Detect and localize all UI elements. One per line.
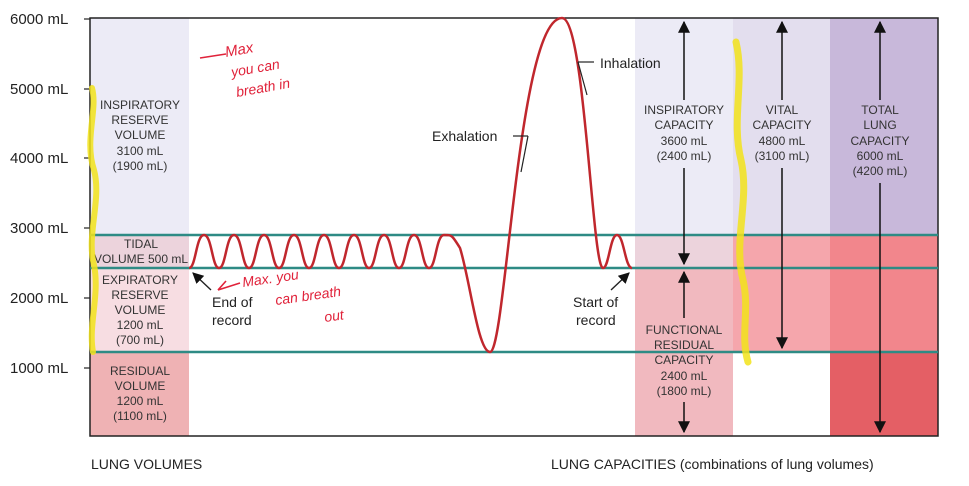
svg-text:INSPIRATORY: INSPIRATORY: [644, 103, 724, 117]
highlighter-left: [87, 85, 100, 355]
svg-text:Exhalation: Exhalation: [432, 128, 497, 144]
y-tick-label: 4000 mL: [10, 150, 68, 167]
svg-text:CAPACITY: CAPACITY: [654, 353, 713, 367]
svg-text:(4200 mL): (4200 mL): [853, 164, 908, 178]
highlighter-right: [732, 38, 752, 366]
tidal-region: [90, 235, 189, 268]
y-tick-label: 1000 mL: [10, 360, 68, 377]
svg-text:(2400 mL): (2400 mL): [657, 149, 712, 163]
svg-text:6000 mL: 6000 mL: [857, 149, 904, 163]
tlc-region-lower: [830, 352, 938, 436]
svg-text:End of: End of: [212, 294, 253, 310]
lung-volumes-footer: LUNG VOLUMES: [91, 456, 202, 472]
svg-text:EXPIRATORY: EXPIRATORY: [102, 273, 178, 287]
svg-text:RESIDUAL: RESIDUAL: [654, 338, 714, 352]
svg-text:(700 mL): (700 mL): [116, 333, 164, 347]
vital-capacity-label: VITAL CAPACITY 4800 mL (3100 mL): [752, 103, 811, 163]
svg-text:CAPACITY: CAPACITY: [850, 134, 909, 148]
svg-text:(3100 mL): (3100 mL): [755, 149, 810, 163]
total-lung-capacity-label: TOTAL LUNG CAPACITY 6000 mL (4200 mL): [850, 103, 909, 178]
svg-text:CAPACITY: CAPACITY: [654, 118, 713, 132]
svg-text:RESERVE: RESERVE: [111, 113, 168, 127]
svg-text:3100 mL: 3100 mL: [117, 144, 164, 158]
svg-text:VOLUME 500 mL: VOLUME 500 mL: [94, 252, 188, 266]
end-of-record-annotation: End of record: [192, 272, 253, 328]
svg-text:(1800 mL): (1800 mL): [657, 384, 712, 398]
y-tick-label: 3000 mL: [10, 220, 68, 237]
svg-text:VOLUME: VOLUME: [115, 379, 166, 393]
svg-text:LUNG: LUNG: [863, 118, 896, 132]
svg-text:out: out: [323, 306, 346, 325]
svg-text:record: record: [212, 312, 252, 328]
irv-region: [90, 18, 189, 235]
svg-text:VITAL: VITAL: [766, 103, 799, 117]
svg-text:record: record: [576, 312, 616, 328]
svg-text:1200 mL: 1200 mL: [117, 394, 164, 408]
svg-text:TIDAL: TIDAL: [124, 237, 158, 251]
inspiratory-capacity-label: INSPIRATORY CAPACITY 3600 mL (2400 mL): [644, 103, 724, 163]
tlc-region-upper: [830, 18, 938, 235]
svg-text:FUNCTIONAL: FUNCTIONAL: [646, 323, 723, 337]
svg-text:Max. you: Max. you: [241, 266, 300, 290]
svg-text:RESIDUAL: RESIDUAL: [110, 364, 170, 378]
y-tick-label: 2000 mL: [10, 290, 68, 307]
svg-text:1200 mL: 1200 mL: [117, 318, 164, 332]
start-of-record-annotation: Start of record: [573, 272, 630, 328]
y-axis: 6000 mL 5000 mL 4000 mL 3000 mL 2000 mL …: [10, 11, 90, 377]
irv-label: INSPIRATORY RESERVE VOLUME 3100 mL (1900…: [100, 98, 180, 173]
spirometer-trace: [188, 16, 633, 354]
svg-text:Start of: Start of: [573, 294, 618, 310]
svg-text:(1900 mL): (1900 mL): [113, 159, 168, 173]
tlc-region-mid: [830, 235, 938, 352]
svg-text:Inhalation: Inhalation: [600, 55, 661, 71]
capacity-arrows: [678, 20, 886, 434]
svg-text:2400 mL: 2400 mL: [661, 369, 708, 383]
y-tick-label: 6000 mL: [10, 11, 68, 28]
svg-text:3600 mL: 3600 mL: [661, 134, 708, 148]
svg-text:4800 mL: 4800 mL: [759, 134, 806, 148]
svg-text:RESERVE: RESERVE: [111, 288, 168, 302]
svg-text:VOLUME: VOLUME: [115, 128, 166, 142]
residual-label: RESIDUAL VOLUME 1200 mL (1100 mL): [110, 364, 170, 423]
erv-label: EXPIRATORY RESERVE VOLUME 1200 mL (700 m…: [102, 273, 178, 347]
lung-capacities-footer: LUNG CAPACITIES (combinations of lung vo…: [551, 456, 874, 472]
svg-text:TOTAL: TOTAL: [861, 103, 899, 117]
svg-text:(1100 mL): (1100 mL): [113, 409, 167, 423]
tidal-label: TIDAL VOLUME 500 mL: [94, 237, 188, 266]
exhalation-annotation: Exhalation: [432, 128, 529, 173]
residual-region: [90, 352, 189, 436]
volume-column: [90, 18, 189, 436]
inhalation-annotation: Inhalation: [577, 55, 661, 96]
svg-text:INSPIRATORY: INSPIRATORY: [100, 98, 180, 112]
y-tick-label: 5000 mL: [10, 81, 68, 98]
frc-label: FUNCTIONAL RESIDUAL CAPACITY 2400 mL (18…: [646, 323, 723, 398]
svg-text:Max: Max: [224, 39, 255, 61]
erv-region: [90, 268, 189, 352]
svg-text:CAPACITY: CAPACITY: [752, 118, 811, 132]
svg-text:VOLUME: VOLUME: [115, 303, 166, 317]
